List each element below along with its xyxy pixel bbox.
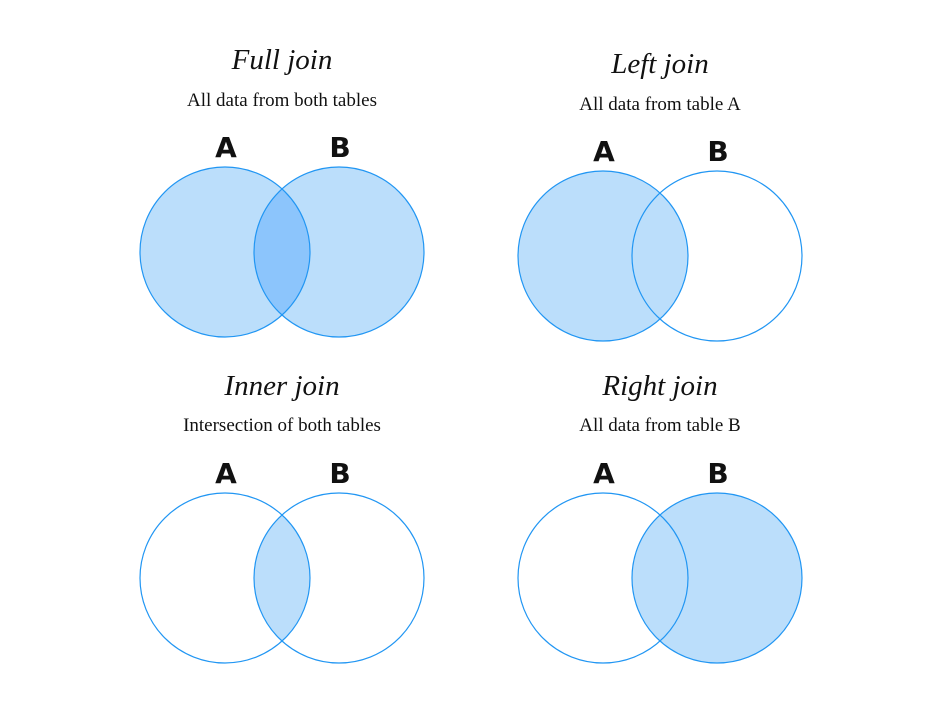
panel-subtitle: Intersection of both tables <box>183 415 381 436</box>
venn-diagram: A B <box>139 457 425 664</box>
set-a-label: A <box>215 131 237 164</box>
set-a-label: A <box>593 135 615 168</box>
intersection-region <box>253 188 310 316</box>
panel-title: Inner join <box>224 370 340 402</box>
panel-right-join: Right join All data from table B A B <box>450 370 870 710</box>
set-a-circle-outline <box>517 492 689 664</box>
intersection-region <box>632 192 688 320</box>
venn-diagram: A B <box>139 131 425 338</box>
set-b-circle-outline <box>253 166 425 338</box>
venn-diagram: A B <box>517 135 803 342</box>
set-b-label: B <box>329 131 350 164</box>
venn-diagram: A B <box>517 457 803 664</box>
panel-full-join: Full join All data from both tables A B <box>72 44 492 384</box>
panel-inner-join: Inner join Intersection of both tables A… <box>72 370 492 710</box>
intersection-region <box>632 514 688 642</box>
panel-subtitle: All data from both tables <box>187 90 377 111</box>
panel-title: Left join <box>611 48 709 80</box>
intersection-region <box>253 514 310 642</box>
set-b-label: B <box>707 457 728 490</box>
set-a-circle-outline <box>139 492 311 664</box>
panel-subtitle: All data from table B <box>579 415 741 436</box>
panel-left-join: Left join All data from table A A B <box>450 48 870 388</box>
set-b-circle-outline <box>631 170 803 342</box>
set-a-circle-outline <box>139 166 311 338</box>
set-b-label: B <box>707 135 728 168</box>
panel-title: Right join <box>602 370 718 402</box>
panel-title: Full join <box>231 44 333 76</box>
set-a-circle-outline <box>517 170 689 342</box>
set-a-label: A <box>593 457 615 490</box>
set-b-circle-outline <box>253 492 425 664</box>
panel-subtitle: All data from table A <box>579 94 741 115</box>
set-b-circle-outline <box>631 492 803 664</box>
set-a-label: A <box>215 457 237 490</box>
set-b-label: B <box>329 457 350 490</box>
